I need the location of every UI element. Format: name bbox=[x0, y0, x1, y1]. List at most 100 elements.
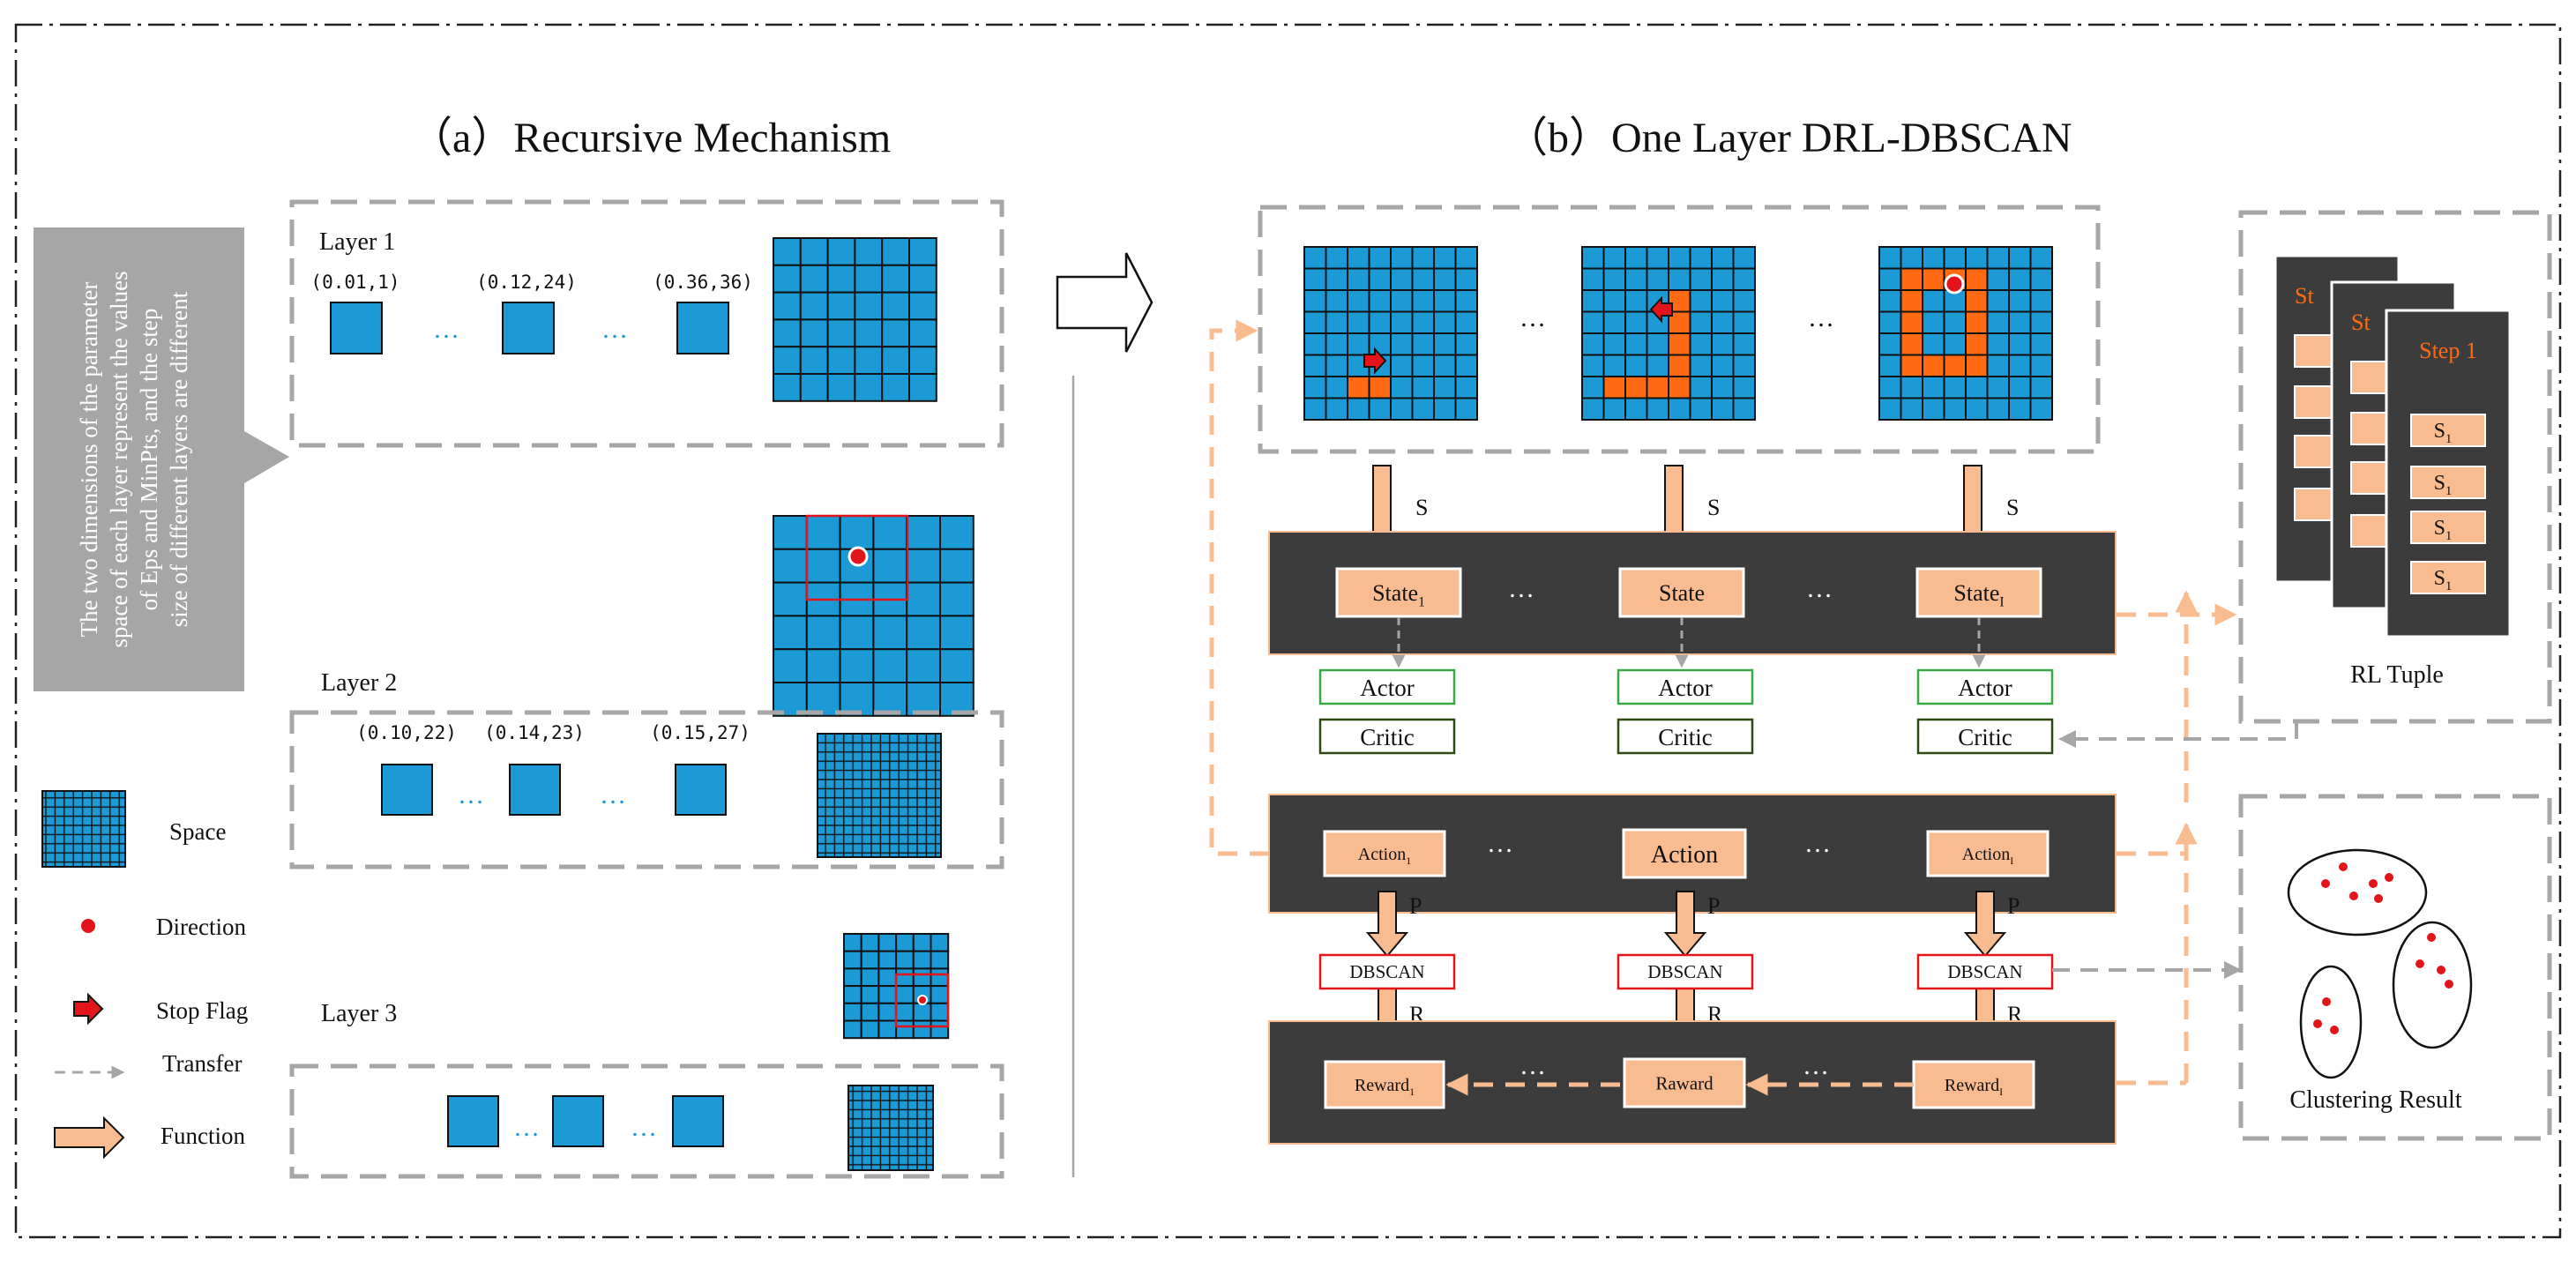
dbscan-box bbox=[1318, 953, 1456, 990]
layer-3-space-cell bbox=[877, 1019, 898, 1040]
reward-1-label: Reward1 bbox=[1355, 1076, 1415, 1098]
actor-box bbox=[1318, 668, 1456, 705]
state-grid-1-cell bbox=[1325, 376, 1348, 399]
state-grid-2-cell bbox=[1646, 332, 1669, 356]
rl-s-subscript: 1 bbox=[2445, 432, 2453, 446]
layer-2-space-cell bbox=[773, 515, 808, 550]
state-grid-1-cell bbox=[1303, 267, 1327, 291]
layer-2-param-2: (0.14,23) bbox=[484, 722, 585, 743]
layer-1-param-2: (0.12,24) bbox=[476, 272, 577, 293]
actor-label: Actor bbox=[1658, 675, 1712, 701]
cluster-point bbox=[2330, 1026, 2339, 1034]
layer-1-cell-1 bbox=[330, 302, 383, 354]
state-grid-3-cell bbox=[2008, 289, 2032, 313]
state-grid-3-cell bbox=[2029, 397, 2053, 421]
state-grid-3-cell bbox=[1986, 397, 2010, 421]
layer-3-label: Layer 3 bbox=[321, 1000, 397, 1027]
legend-space-icon bbox=[41, 790, 126, 868]
dbscan-box bbox=[1617, 953, 1754, 990]
state-grid-2-cell bbox=[1711, 310, 1735, 334]
cluster-point bbox=[2321, 879, 2330, 888]
rl-s-subscript: 1 bbox=[2445, 484, 2453, 498]
reward-3-label: RewardI bbox=[1945, 1076, 2003, 1098]
critic-label: Critic bbox=[1360, 724, 1415, 750]
state-grid-2-cell bbox=[1581, 354, 1605, 377]
layer-1-space-cell bbox=[881, 264, 911, 294]
state-grid-1-cell bbox=[1325, 289, 1348, 313]
state-grid-3-cell bbox=[1900, 397, 1923, 421]
state-grid-1-cell bbox=[1390, 354, 1414, 377]
state-grid-2-cell bbox=[1668, 267, 1691, 291]
s-arrow-label: S bbox=[2006, 495, 2019, 520]
state-grid-2-cell bbox=[1602, 246, 1626, 270]
layer-1-space-cell bbox=[854, 237, 884, 266]
s-arrow-label: S bbox=[1415, 495, 1428, 520]
state-grid-3-cell bbox=[1922, 332, 1945, 356]
layer-3-space bbox=[847, 1085, 934, 1171]
layer-2-space bbox=[817, 733, 942, 858]
state-grid-3-cell bbox=[2008, 246, 2032, 270]
layer-3-cell-2 bbox=[552, 1095, 604, 1147]
state-grid-1-cell bbox=[1368, 376, 1392, 399]
state-grid-1-cell bbox=[1433, 332, 1457, 356]
state-grid-3-cell bbox=[2008, 354, 2032, 377]
state-grid-3-cell bbox=[1965, 354, 1989, 377]
layer-3-space-cell bbox=[930, 950, 950, 970]
layer-3-space-cell bbox=[930, 1019, 950, 1040]
state-grid-2-cell bbox=[1646, 354, 1669, 377]
state-grid-1-cell bbox=[1454, 376, 1478, 399]
state-grid-1-cell bbox=[1325, 332, 1348, 356]
state-grids bbox=[1303, 246, 2053, 421]
layer-3-space-cell bbox=[877, 985, 898, 1004]
layer-3-space-cell bbox=[930, 1002, 950, 1022]
state-grid-3-cell bbox=[1878, 246, 1902, 270]
layer-3-space-cell bbox=[860, 950, 880, 970]
state-grids-ellipsis-1: … bbox=[1519, 303, 1546, 332]
state-grid-1-cell bbox=[1454, 289, 1478, 313]
state-grid-3-cell bbox=[1965, 246, 1989, 270]
state-grid-1-cell bbox=[1433, 397, 1457, 421]
state-grid-1-cell bbox=[1368, 267, 1392, 291]
state-grid-3-cell bbox=[1900, 310, 1923, 334]
rl-s-box bbox=[2410, 511, 2486, 544]
state-grid-3-cell bbox=[1943, 246, 1967, 270]
layer-1-param-1: (0.01,1) bbox=[310, 272, 399, 293]
layer-3-space-cell bbox=[843, 950, 862, 970]
rl-s-box bbox=[2410, 561, 2486, 594]
state-grid-3-cell bbox=[2008, 332, 2032, 356]
state-grid-2-cell bbox=[1689, 267, 1713, 291]
layer-3-space-cell bbox=[843, 1019, 862, 1040]
state-grid-2-cell bbox=[1581, 267, 1605, 291]
direction-dot-layer-2 bbox=[847, 546, 869, 567]
layer-3-space-cell bbox=[843, 933, 862, 952]
action-3-box bbox=[1926, 830, 2050, 877]
state-grid-3-cell bbox=[2029, 376, 2053, 399]
reward-3-subscript: I bbox=[1999, 1086, 2003, 1098]
state-grid-3-cell bbox=[1986, 289, 2010, 313]
reward-bar-ellipsis-1: … bbox=[1519, 1051, 1546, 1080]
layer-1-space-cell bbox=[826, 291, 856, 321]
actor-label: Actor bbox=[1360, 675, 1414, 701]
state-grid-1-cell bbox=[1390, 397, 1414, 421]
layer-1-space-cell bbox=[854, 318, 884, 348]
layer-3-space-cell bbox=[860, 933, 880, 952]
state-grid-2-cell bbox=[1732, 376, 1756, 399]
state-grid-3-cell bbox=[2029, 332, 2053, 356]
state-grid-2-cell bbox=[1668, 332, 1691, 356]
layer-2-space-cell bbox=[939, 548, 974, 584]
cluster-point bbox=[2369, 879, 2378, 888]
state-grid-2-cell bbox=[1624, 246, 1648, 270]
layer-1-space-cell bbox=[799, 264, 829, 294]
state-grid-1-cell bbox=[1325, 354, 1348, 377]
state-grid-3-cell bbox=[1965, 310, 1989, 334]
layer-2-ellipsis-1: … bbox=[458, 780, 484, 810]
layer-2-space-cell bbox=[805, 648, 841, 684]
state-grid-1-cell bbox=[1454, 332, 1478, 356]
legend-space-label: Space bbox=[169, 818, 226, 845]
state-grid-2-cell bbox=[1711, 267, 1735, 291]
layer-3-space-cell bbox=[860, 1002, 880, 1022]
state-grid-1-cell bbox=[1390, 332, 1414, 356]
cluster-point bbox=[2313, 1019, 2322, 1028]
